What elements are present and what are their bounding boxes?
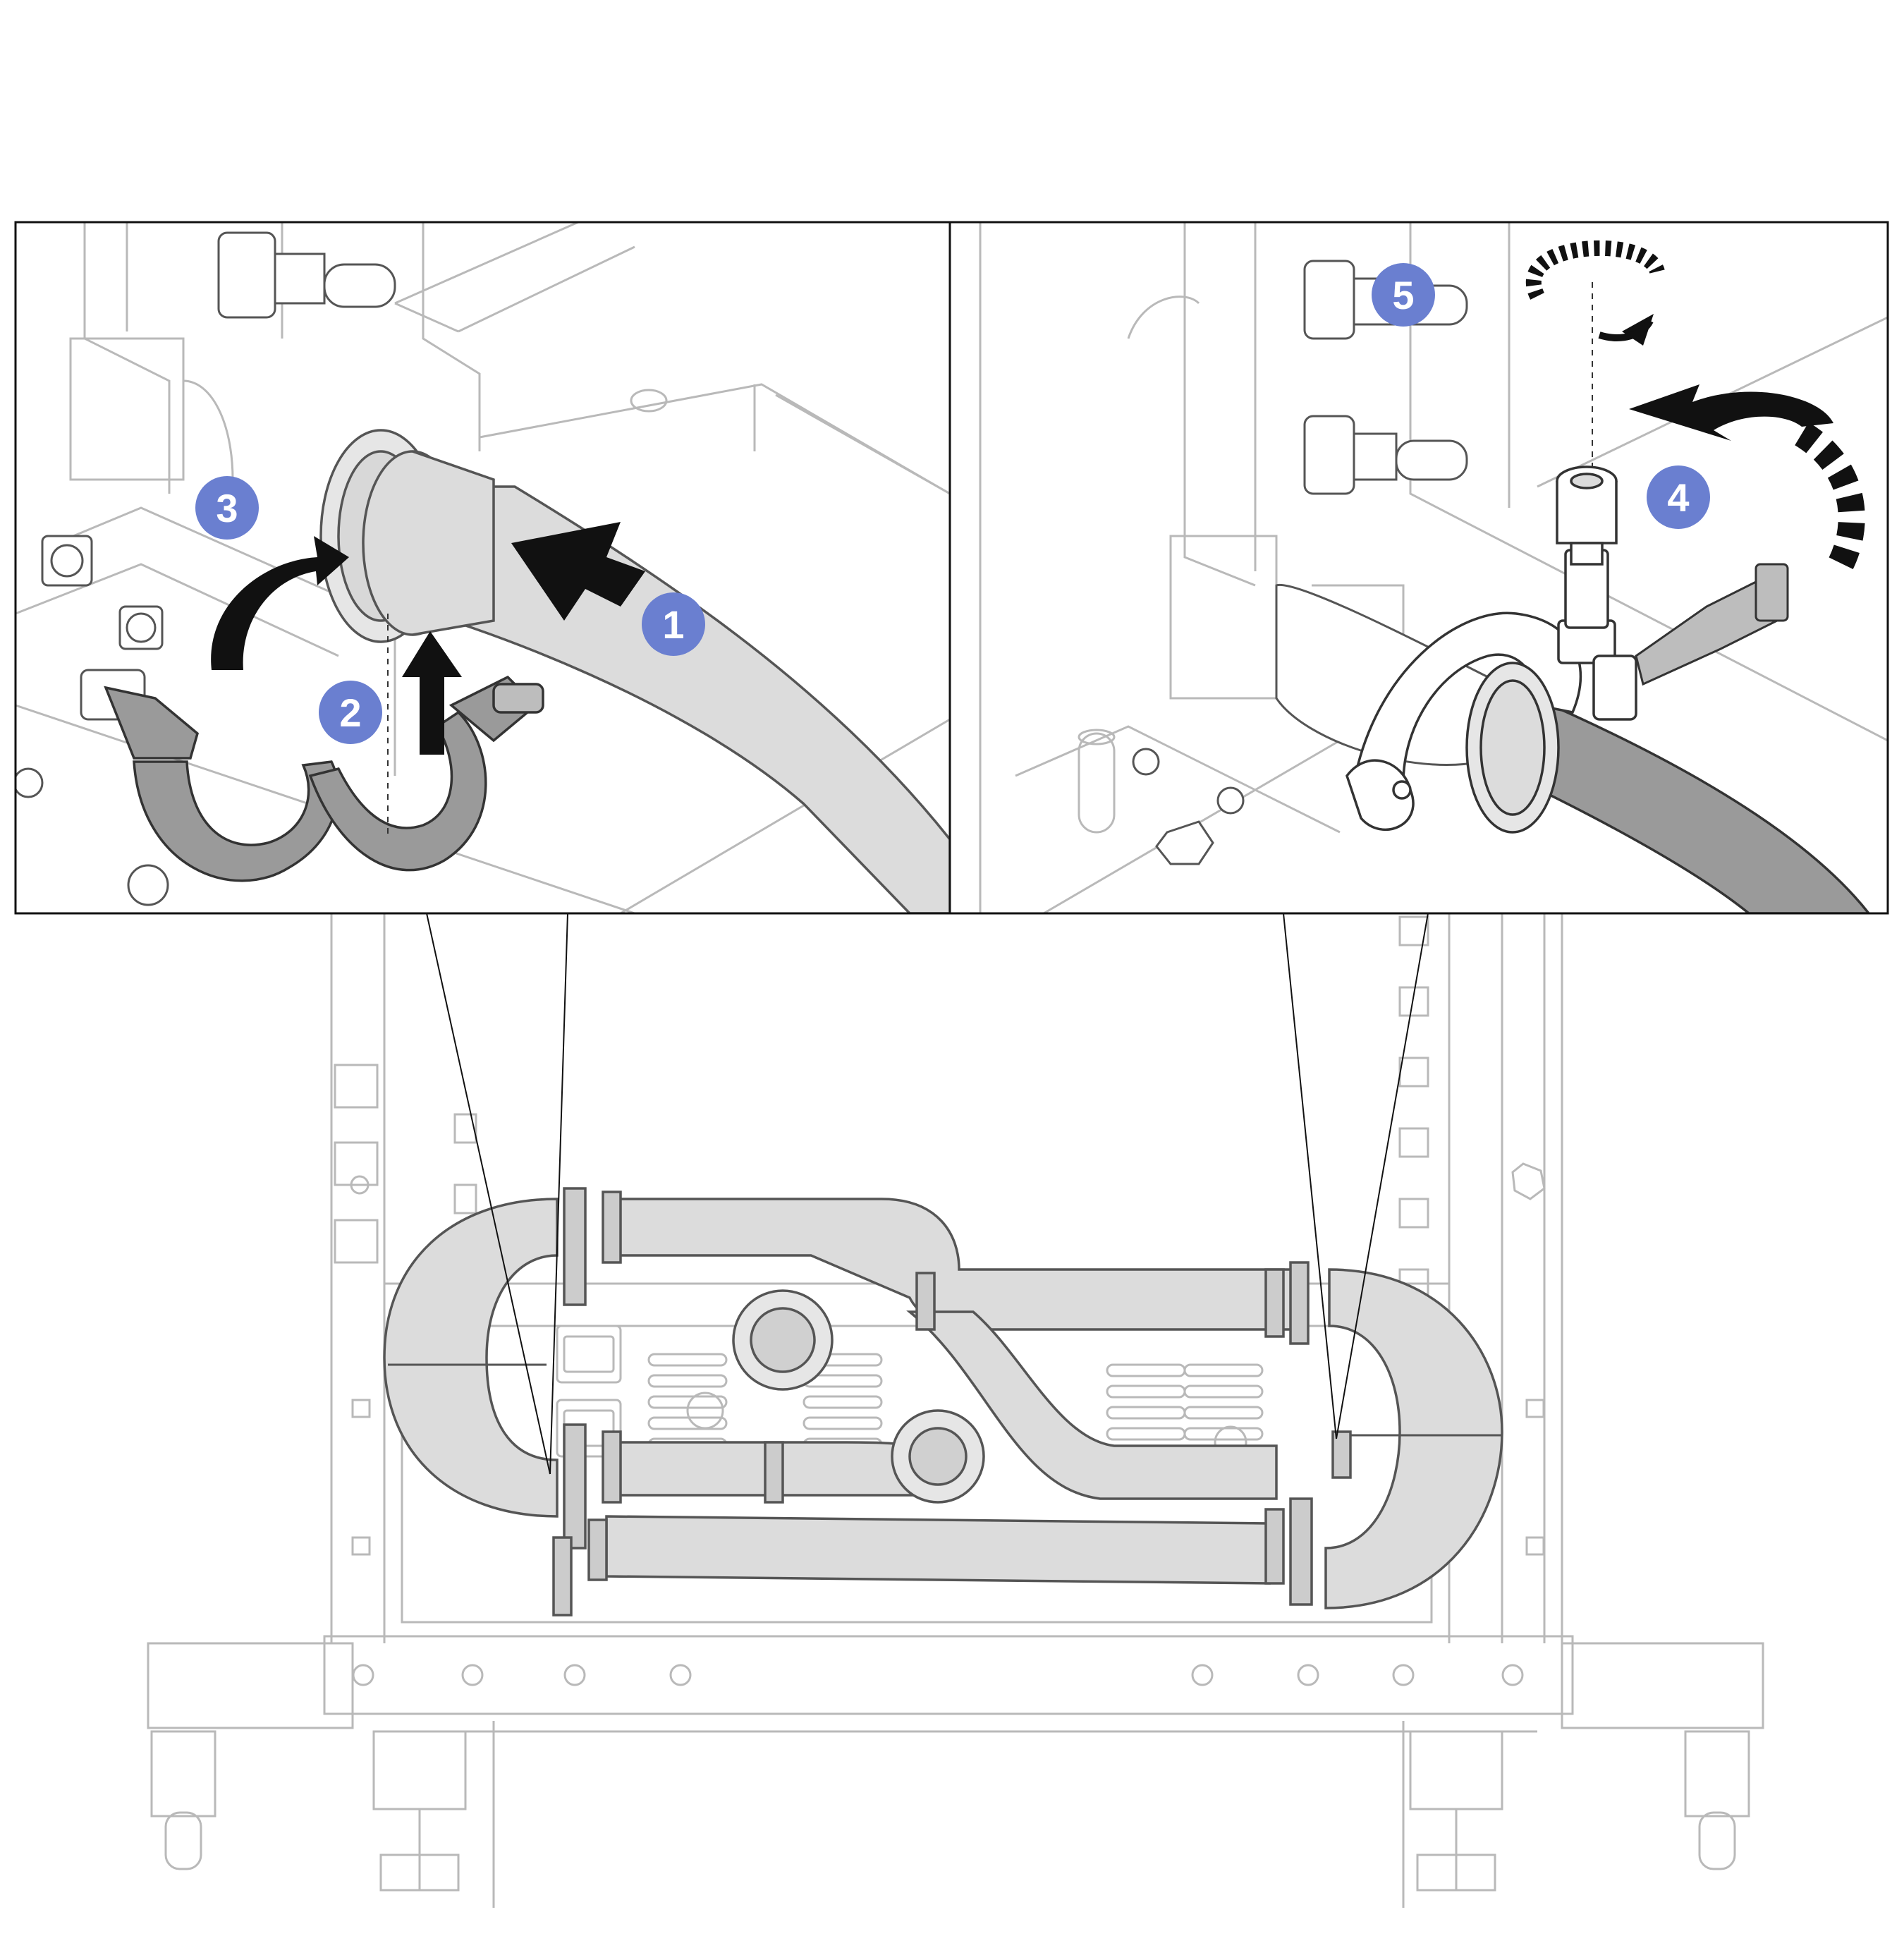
hose-left-detail	[365, 485, 950, 913]
callout-1: 1	[642, 592, 705, 656]
callout-3-label: 3	[216, 486, 238, 530]
clamp-closed	[1345, 611, 1637, 834]
arrow-rotate-clamp	[211, 536, 349, 670]
side-bolt	[1635, 563, 1789, 686]
arrow-tighten-clamp	[1629, 384, 1833, 441]
thumbscrew	[1556, 465, 1618, 629]
callout-1-label: 1	[662, 602, 684, 647]
arrow-lift-clamp	[402, 631, 462, 755]
manifold-hoses	[383, 1187, 1503, 1617]
callout-5: 5	[1372, 263, 1435, 327]
detail-panel-right	[948, 221, 1889, 915]
zoom-guide-lines	[426, 913, 1429, 1475]
callout-2: 2	[319, 681, 382, 744]
clamp-open	[104, 675, 544, 882]
detail-panel-left	[14, 221, 951, 915]
callout-2-label: 2	[339, 690, 361, 735]
callout-5-label: 5	[1392, 273, 1414, 317]
callout-4-label: 4	[1667, 475, 1689, 520]
callout-3: 3	[195, 476, 259, 540]
arrow-push-hose	[511, 522, 645, 621]
callout-4: 4	[1647, 465, 1710, 529]
rack-overview	[147, 913, 1764, 1908]
